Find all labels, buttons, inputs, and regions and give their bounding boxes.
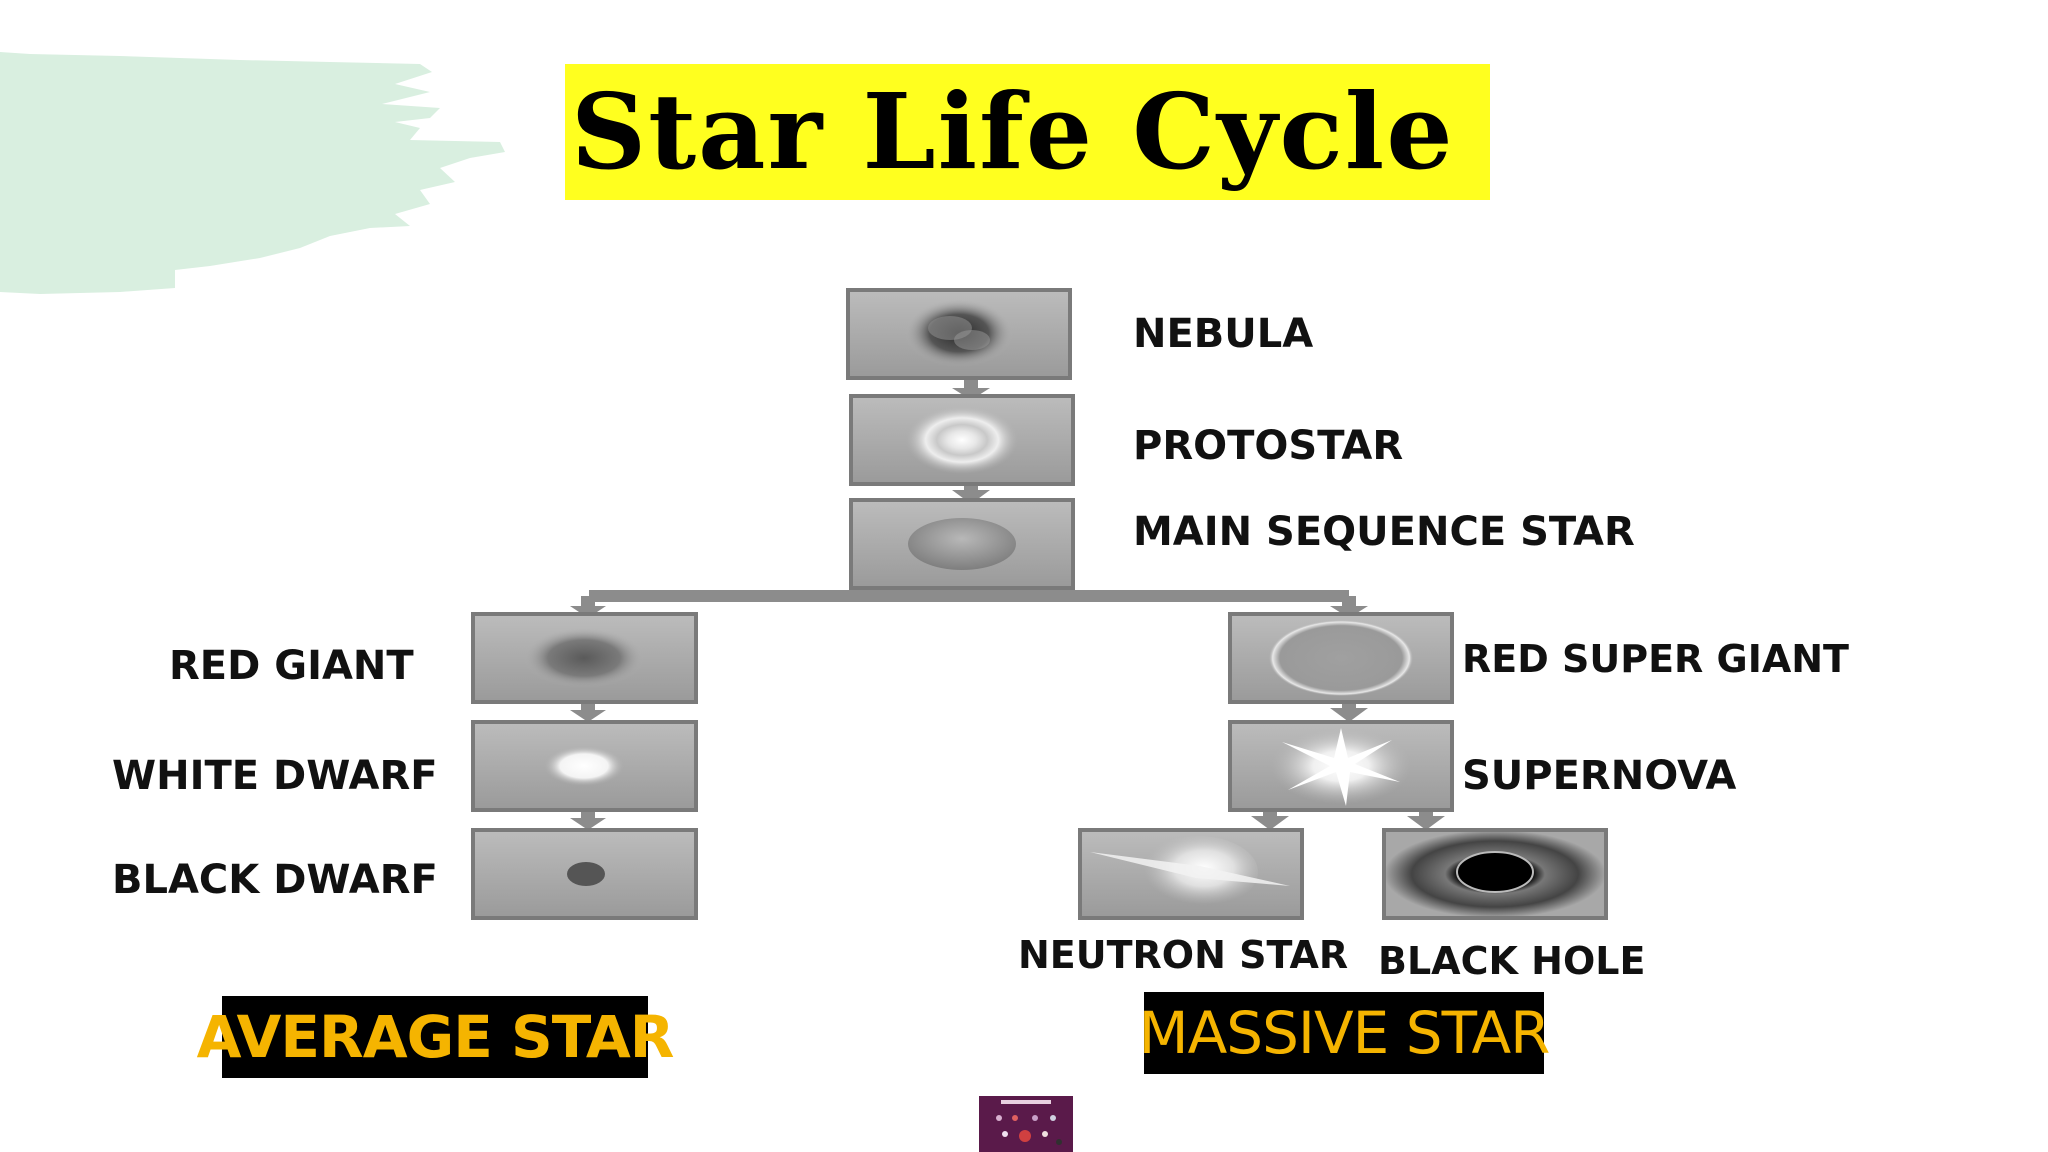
black-dwarf-image xyxy=(471,828,698,920)
average-star-label: AVERAGE STAR xyxy=(196,1003,675,1071)
label-main-sequence-star: MAIN SEQUENCE STAR xyxy=(1133,509,1635,555)
label-black-hole: BLACK HOLE xyxy=(1378,939,1646,983)
connector-arrows xyxy=(570,378,1445,830)
massive-star-label: MASSIVE STAR xyxy=(1138,999,1551,1067)
label-black-dwarf: BLACK DWARF xyxy=(112,857,438,903)
label-white-dwarf: WHITE DWARF xyxy=(112,753,438,799)
supernova-image xyxy=(1228,720,1454,812)
red-giant-image xyxy=(471,612,698,704)
brush-stroke-decoration xyxy=(0,52,505,294)
black-hole-image xyxy=(1382,828,1608,920)
title-banner: Star Life Cycle xyxy=(565,64,1490,200)
label-red-super-giant: RED SUPER GIANT xyxy=(1462,637,1849,681)
thumbnail-image xyxy=(979,1096,1073,1152)
label-red-giant: RED GIANT xyxy=(169,643,414,689)
average-star-banner: AVERAGE STAR xyxy=(197,996,674,1078)
label-nebula: NEBULA xyxy=(1133,311,1314,357)
massive-star-banner: MASSIVE STAR xyxy=(1139,992,1550,1074)
nebula-image xyxy=(846,288,1072,380)
white-dwarf-image xyxy=(471,720,698,812)
neutron-star-image xyxy=(1078,828,1304,920)
page-title: Star Life Cycle xyxy=(571,70,1455,193)
protostar-image xyxy=(849,394,1075,486)
label-protostar: PROTOSTAR xyxy=(1133,423,1404,469)
main-sequence-star-image xyxy=(849,498,1075,590)
label-neutron-star: NEUTRON STAR xyxy=(1018,933,1349,977)
label-supernova: SUPERNOVA xyxy=(1462,753,1737,799)
red-super-giant-image xyxy=(1228,612,1454,704)
